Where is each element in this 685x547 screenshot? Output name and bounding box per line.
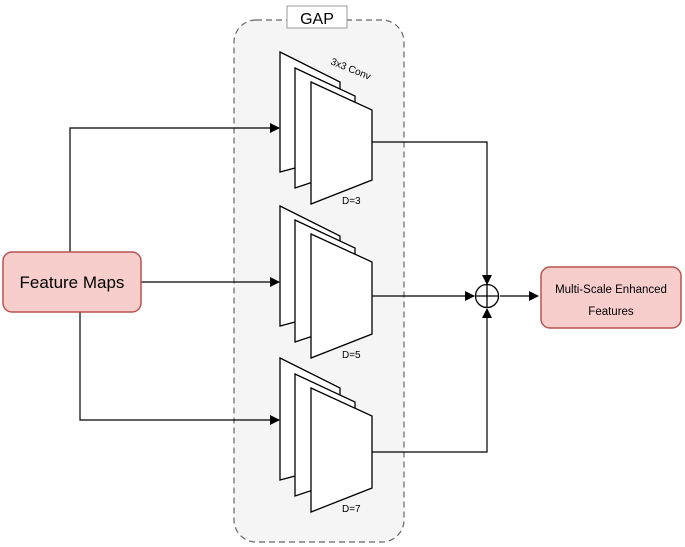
sum-node: [474, 283, 500, 309]
dilation-label-d3: D=3: [342, 196, 361, 207]
connector-input-to-branch-3: [79, 312, 280, 425]
dilation-label-d5: D=5: [342, 350, 361, 361]
output-label-line-2: Features: [588, 306, 634, 318]
output-label-line-1: Multi-Scale Enhanced: [555, 284, 667, 296]
conv-layer-front: [310, 386, 373, 513]
conv-layer-front: [310, 232, 373, 359]
gap-label: GAP: [300, 11, 334, 28]
gap-label-box: [286, 5, 348, 29]
dilation-label-d7: D=7: [342, 504, 361, 515]
feature-maps-node: [2, 251, 142, 313]
output-node: [540, 266, 682, 329]
conv-branch-3: [279, 356, 373, 513]
conv-branch-2: [279, 204, 373, 359]
conv-branch-1: [279, 50, 373, 205]
connector-branch-1-to-sum: [372, 141, 492, 285]
feature-maps-label: Feature Maps: [20, 273, 125, 292]
connector-input-to-branch-1: [69, 123, 280, 252]
conv-layer-front: [310, 80, 373, 205]
connector-branch-3-to-sum: [372, 308, 492, 453]
